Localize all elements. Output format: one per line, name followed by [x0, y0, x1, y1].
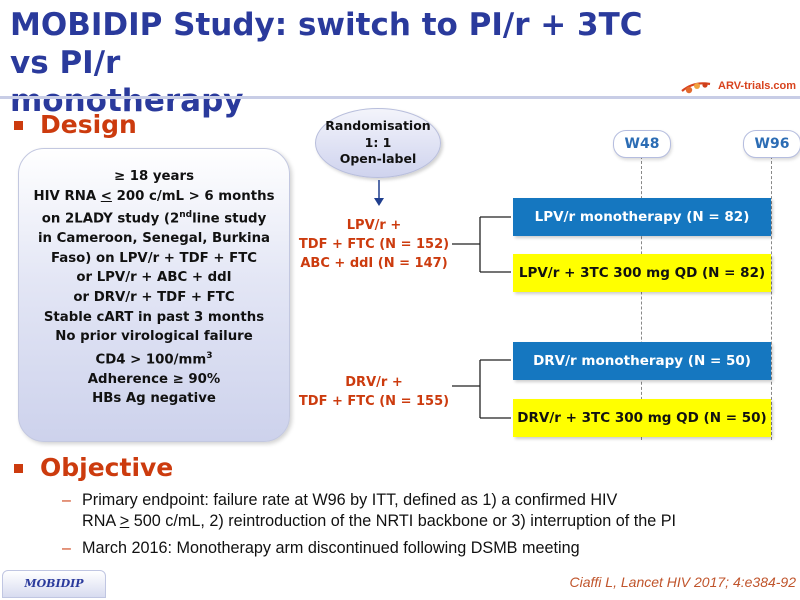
- criterion-no-failure: No prior virological failure: [55, 329, 253, 345]
- criterion-age: ≥ 18 years: [113, 169, 195, 184]
- criterion-2lady: on 2LADY study (2ndline study: [19, 206, 289, 229]
- objective-item-2: – March 2016: Monotherapy arm discontinu…: [62, 538, 792, 559]
- title-line-1: MOBIDIP Study: switch to PI/r + 3TC vs P…: [10, 7, 643, 81]
- randomisation-line-1: Randomisation: [325, 118, 431, 133]
- arm-lpv-monotherapy: LPV/r monotherapy (N = 82): [513, 198, 771, 236]
- arm-lpv-3tc: LPV/r + 3TC 300 mg QD (N = 82): [513, 254, 771, 292]
- objective-item-2-text: March 2016: Monotherapy arm discontinued…: [82, 539, 580, 557]
- title-divider: [0, 96, 800, 99]
- citation: Ciaffi L, Lancet HIV 2017; 4:e384-92: [569, 574, 796, 590]
- objective-heading: Objective: [40, 453, 174, 482]
- lpv-group-line-2: TDF + FTC (N = 152): [298, 237, 450, 252]
- criterion-cd4-a: CD4 > 100/mm: [95, 352, 207, 368]
- criterion-cd4-sup: 3: [206, 350, 213, 361]
- w48-marker: W48: [613, 130, 671, 158]
- randomisation-arrow-head-icon: [374, 198, 384, 206]
- logo-icon: [681, 82, 711, 94]
- criterion-regimen-2: or LPV/r + ABC + ddI: [76, 270, 232, 286]
- design-heading: Design: [40, 110, 137, 139]
- objective-item-1: – Primary endpoint: failure rate at W96 …: [62, 490, 792, 532]
- criterion-hbs: HBs Ag negative: [92, 391, 216, 407]
- randomisation-line-3: Open-label: [339, 151, 417, 166]
- lpv-group-line-3: ABC + ddI (N = 147): [300, 256, 448, 271]
- w96-dashed-line: [771, 156, 772, 440]
- lpv-group-label: LPV/r + TDF + FTC (N = 152) ABC + ddI (N…: [296, 216, 452, 273]
- criterion-regimen-3: or DRV/r + TDF + FTC: [73, 289, 235, 305]
- logo-text: ARV-trials.com: [718, 80, 797, 92]
- randomisation-ellipse: Randomisation 1: 1 Open-label: [315, 108, 441, 178]
- drv-group-label: DRV/r + TDF + FTC (N = 155): [296, 373, 452, 411]
- objective-rna-a: RNA: [82, 512, 120, 530]
- objective-dash-icon: –: [62, 492, 71, 509]
- criterion-hiv-rna: HIV RNA < 200 c/mL > 6 months: [19, 187, 289, 207]
- design-bullet-icon: [14, 121, 23, 130]
- w96-marker: W96: [743, 130, 800, 158]
- objective-item-1-line-2: RNA > 500 c/mL, 2) reintroduction of the…: [82, 511, 792, 532]
- criterion-hiv-rna-a: HIV RNA: [33, 188, 101, 204]
- objective-dash-icon: –: [62, 540, 71, 557]
- criterion-regimen-1: Faso) on LPV/r + TDF + FTC: [50, 250, 258, 266]
- randomisation-line-2: 1: 1: [364, 134, 392, 150]
- arm-drv-3tc: DRV/r + 3TC 300 mg QD (N = 50): [513, 399, 771, 437]
- title-line-2: monotherapy: [10, 83, 244, 119]
- criterion-hiv-rna-b: 200 c/mL > 6 months: [111, 188, 275, 204]
- lpv-group-line-1: LPV/r +: [346, 218, 402, 233]
- criterion-countries: in Cameroon, Senegal, Burkina: [37, 231, 271, 247]
- objective-item-1-text: Primary endpoint: failure rate at W96 by…: [82, 490, 792, 532]
- criterion-stable-cart: Stable cART in past 3 months: [43, 309, 265, 325]
- criterion-hiv-rna-symbol: <: [100, 188, 112, 204]
- criterion-2lady-a: on 2LADY study (2: [41, 211, 180, 227]
- objective-rna-symbol: >: [119, 512, 130, 530]
- drv-group-line-2: TDF + FTC (N = 155): [298, 394, 450, 409]
- criterion-cd4: CD4 > 100/mm3: [19, 347, 289, 370]
- criterion-2lady-sup: nd: [179, 210, 193, 221]
- drv-group-line-1: DRV/r +: [345, 375, 403, 390]
- inclusion-criteria-box: ≥ 18 years HIV RNA < 200 c/mL > 6 months…: [18, 148, 290, 442]
- page-title: MOBIDIP Study: switch to PI/r + 3TC vs P…: [10, 6, 670, 120]
- objective-item-1-line-1: Primary endpoint: failure rate at W96 by…: [82, 491, 618, 509]
- w48-dashed-line: [641, 156, 642, 440]
- arv-trials-logo: ARV-trials.com: [680, 78, 798, 96]
- criterion-2lady-b: line study: [192, 211, 267, 227]
- objective-rna-b: 500 c/mL, 2) reintroduction of the NRTI …: [129, 512, 677, 530]
- study-name-tab: MOBIDIP: [2, 570, 106, 598]
- criterion-adherence: Adherence ≥ 90%: [87, 371, 221, 387]
- randomisation-text: Randomisation 1: 1 Open-label: [316, 118, 440, 168]
- arm-drv-monotherapy: DRV/r monotherapy (N = 50): [513, 342, 771, 380]
- inclusion-criteria-text: ≥ 18 years HIV RNA < 200 c/mL > 6 months…: [19, 167, 289, 409]
- objective-bullet-icon: [14, 464, 23, 473]
